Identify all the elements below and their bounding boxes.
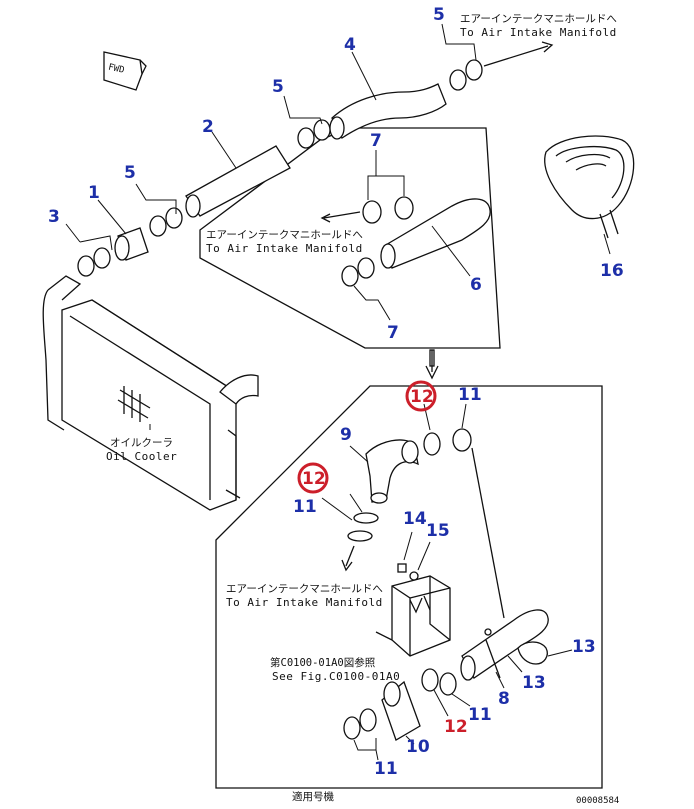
callout-11-right: 11 [468, 705, 492, 725]
see-fig-en-label: See Fig.C0100-01A0 [272, 670, 400, 683]
callout-1: 1 [88, 183, 100, 203]
part-12-clamp-right [421, 668, 449, 717]
part-5-clamp-left [135, 183, 183, 237]
part-14-bolt [397, 531, 413, 573]
part-13-clamp [484, 628, 573, 673]
see-fig-jp-label: 第C0100-01A0図参照 [270, 656, 376, 669]
callout-15: 15 [426, 521, 450, 541]
callout-10: 10 [406, 737, 430, 757]
callout-8: 8 [498, 689, 510, 709]
oil-cooler: オイルクーラ Oil Cooler [42, 275, 259, 511]
part-3-clamp [65, 223, 113, 277]
callout-7-upper: 7 [370, 131, 382, 151]
part-9-hose [349, 439, 419, 504]
callout-9: 9 [340, 425, 352, 445]
callout-3: 3 [48, 207, 60, 227]
part-2-pipe [185, 131, 291, 218]
mid-manifold-jp-label: エアーインテークマニホールドへ [206, 229, 363, 241]
part-11-clamp-top [452, 403, 472, 452]
part-5-clamp-top [441, 23, 554, 91]
drawing-number: 00008584 [576, 796, 619, 806]
part-11-clamp-bottom [343, 708, 379, 761]
part-15-washer [409, 541, 431, 581]
top-manifold-en-label: To Air Intake Manifold [460, 26, 617, 39]
part-5-clamp-center [283, 95, 331, 149]
low-manifold-jp-label: エアーインテークマニホールドへ [226, 583, 383, 595]
fwd-label: FWD [107, 63, 125, 76]
callout-16: 16 [600, 261, 624, 281]
callout-5-center: 5 [272, 77, 284, 97]
oil-cooler-en-label: Oil Cooler [106, 450, 177, 463]
callout-14: 14 [403, 509, 427, 529]
callout-5-left: 5 [124, 163, 136, 183]
callout-6: 6 [470, 275, 482, 295]
svg-text:12: 12 [410, 387, 434, 407]
callout-12-right: 12 [444, 717, 468, 737]
mid-manifold-en-label: To Air Intake Manifold [206, 242, 363, 255]
part-4-hose [329, 51, 447, 140]
detail-frame-lower [215, 349, 603, 789]
mounting-bracket [375, 575, 451, 657]
low-manifold-en-label: To Air Intake Manifold [226, 596, 383, 609]
guide-line [471, 447, 505, 619]
part-1-hose [97, 199, 149, 261]
callout-5-top: 5 [433, 5, 445, 25]
fwd-arrow: FWD [103, 51, 147, 91]
callout-13-lower: 13 [522, 673, 546, 693]
callout-4: 4 [344, 35, 356, 55]
top-manifold-jp-label: エアーインテークマニホールドへ [460, 13, 617, 25]
part-16-clamp [544, 135, 635, 255]
part-11-clamp-left [321, 493, 379, 542]
oil-cooler-jp-label: オイルクーラ [110, 437, 173, 449]
callout-13-right: 13 [572, 637, 596, 657]
callout-12-top: 12 [405, 380, 437, 412]
svg-text:12: 12 [302, 469, 326, 489]
callout-11-top: 11 [458, 385, 482, 405]
part-7-clamp-lower [341, 257, 391, 321]
callout-11-left: 11 [293, 497, 317, 517]
part-6-hose [380, 198, 491, 277]
part-7-clamp-upper [320, 150, 414, 224]
part-12-clamp-top [423, 403, 441, 456]
part-11-clamp-right [439, 672, 471, 707]
callout-11-bottom: 11 [374, 759, 398, 779]
callout-12-left: 12 [297, 462, 329, 494]
part-8-pipe [460, 609, 549, 689]
part-10-hose [381, 680, 421, 745]
callout-7-lower: 7 [387, 323, 399, 343]
callout-2: 2 [202, 117, 214, 137]
serial-jp-label: 適用号機 [292, 790, 334, 803]
